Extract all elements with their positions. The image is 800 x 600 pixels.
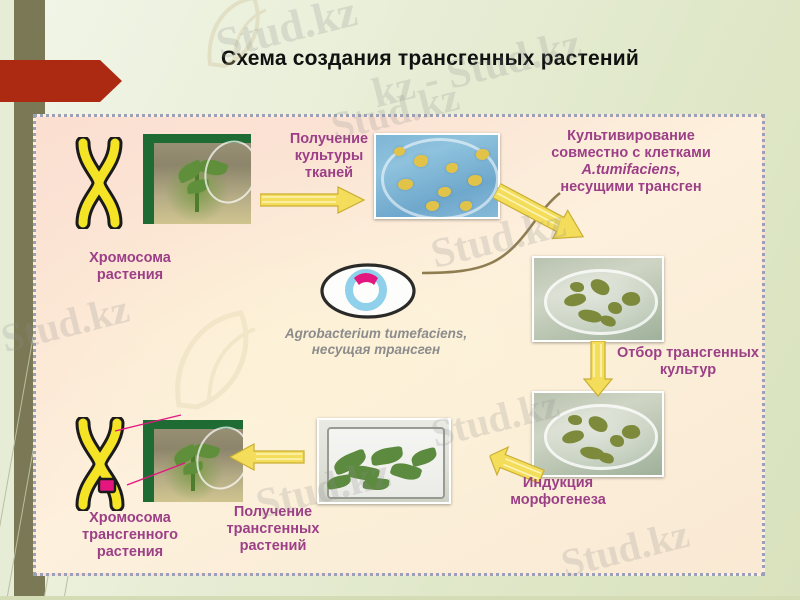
label-agrobacterium: Agrobacterium tumefaciens, несущая транс…	[236, 326, 516, 358]
arrow-to-blue-petri-icon	[259, 185, 366, 215]
label-selection: Отбор трансгенных культур	[617, 345, 759, 379]
label-transgenic-plants: Получение трансгенных растений	[226, 504, 320, 555]
chromosome-with-transgene-icon	[69, 414, 186, 513]
left-margin-strip	[0, 0, 14, 600]
seedling-in-soil-photo	[143, 134, 251, 224]
diagram-panel: Получение культуры тканей Культивировани…	[33, 114, 765, 576]
petri-dish-with-explants-photo	[532, 256, 664, 342]
arrow-to-selection-icon	[582, 340, 614, 397]
label-morphogenesis: Индукция морфогенеза	[510, 475, 606, 509]
petri-dish-with-selected-cultures-photo	[532, 391, 664, 477]
label-cocultivation-line4: несущими трансген	[560, 179, 702, 196]
label-agrobacterium-line1: Agrobacterium tumefaciens,	[284, 326, 468, 341]
label-tissue-culture: Получение культуры тканей	[289, 131, 369, 182]
blue-petri-dish-with-callus-photo	[374, 133, 500, 219]
transgenic-seedling-in-soil-photo	[143, 420, 243, 502]
title-banner	[0, 60, 100, 102]
label-plant-chromosome: Хромосома растения	[89, 250, 171, 284]
connector-curve	[421, 191, 561, 275]
label-cocultivation-line2: совместно с клетками	[551, 145, 711, 162]
regenerated-plants-in-vessel-photo	[317, 418, 451, 504]
label-cocultivation-line1: Культивирование	[567, 128, 695, 144]
chromosome-plain-icon	[69, 135, 129, 231]
label-transgenic-chromosome: Хромосома трансгенного растения	[81, 510, 179, 561]
arrow-to-cocultivation-icon	[475, 173, 594, 278]
title-banner-arrow-tip	[100, 60, 122, 102]
label-agrobacterium-line2: несущая трансген	[311, 342, 441, 358]
page-title: Схема создания трансгенных растений	[221, 47, 639, 70]
label-cocultivation: Культивирование совместно с клетками A.t…	[506, 128, 756, 196]
arrow-to-transgenic-plants-icon	[228, 442, 306, 472]
label-cocultivation-line3: A.tumifaciens,	[581, 162, 681, 179]
arrow-to-morphogenesis-icon	[483, 440, 550, 493]
bacterium-with-plasmid-icon	[318, 259, 424, 321]
bottom-strip	[0, 596, 800, 600]
